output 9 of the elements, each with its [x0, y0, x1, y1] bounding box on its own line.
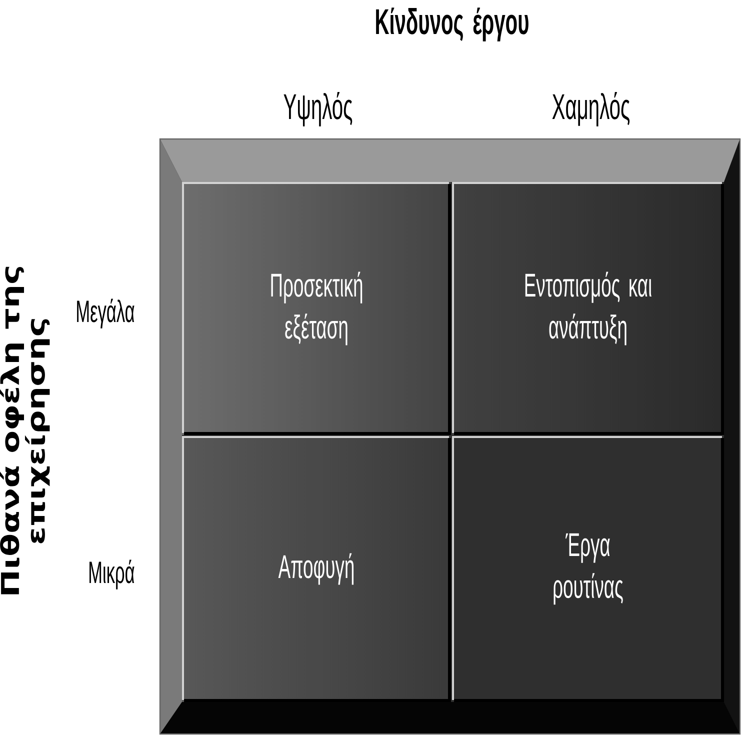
matrix-cell: Προσεκτική εξέταση: [182, 182, 451, 435]
title: Κίνδυνος έργου: [376, 8, 528, 42]
column-header: Χαμηλός: [552, 92, 630, 126]
row-header: Μικρά: [90, 560, 134, 590]
column-header: Υψηλός: [284, 92, 352, 126]
matrix-cell: Έργα ρουτίνας: [452, 436, 724, 702]
matrix-cell: Αποφυγή: [182, 436, 451, 702]
row-header: Μεγάλα: [77, 298, 134, 328]
matrix-cell: Εντοπισμός και ανάπτυξη: [452, 182, 724, 435]
